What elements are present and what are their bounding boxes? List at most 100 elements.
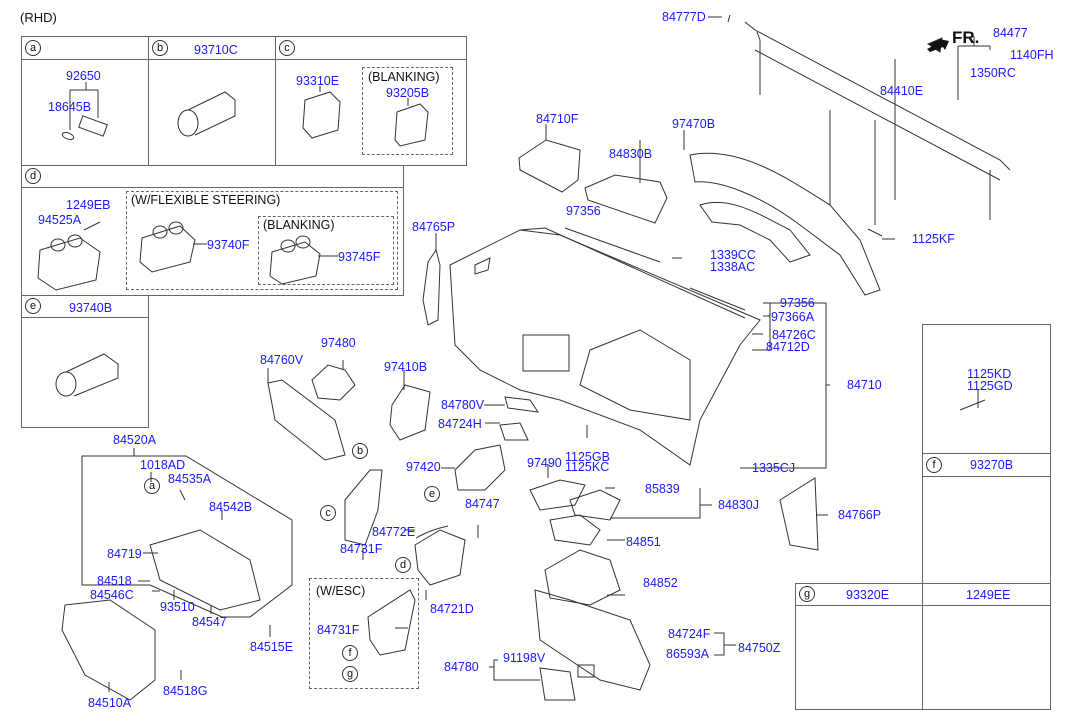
part-label-84477[interactable]: 84477 xyxy=(993,26,1028,40)
part-label-1249EB[interactable]: 1249EB xyxy=(66,198,111,212)
blanking-region-d xyxy=(258,216,394,285)
part-label-1350RC[interactable]: 1350RC xyxy=(970,66,1016,80)
part-label-93745F[interactable]: 93745F xyxy=(338,250,381,264)
part-label-93310E[interactable]: 93310E xyxy=(296,74,340,88)
part-label-1125GD[interactable]: 1125GD xyxy=(967,379,1013,393)
part-label-84851[interactable]: 84851 xyxy=(626,535,661,549)
part-label-84731F-esc[interactable]: 84731F xyxy=(317,623,360,637)
part-label-93205B[interactable]: 93205B xyxy=(386,86,430,100)
part-label-84710[interactable]: 84710 xyxy=(847,378,882,392)
part-label-1125KC[interactable]: 1125KC xyxy=(565,460,610,474)
part-label-1125KD[interactable]: 1125KD xyxy=(967,367,1012,381)
part-label-97490[interactable]: 97490 xyxy=(527,456,562,470)
blanking-label-c: (BLANKING) xyxy=(368,70,440,84)
callout-box-e xyxy=(21,295,149,428)
part-label-1249EE[interactable]: 1249EE xyxy=(966,588,1011,602)
callout-letter-f: f xyxy=(926,457,942,473)
ref-circle-f: f xyxy=(342,645,358,661)
part-label-1339CC[interactable]: 1339CC xyxy=(710,248,756,262)
part-label-84520A[interactable]: 84520A xyxy=(113,433,157,447)
callout-letter-e: e xyxy=(25,298,41,314)
part-label-84721D[interactable]: 84721D xyxy=(430,602,474,616)
part-label-84510A[interactable]: 84510A xyxy=(88,696,132,710)
divider xyxy=(21,317,149,318)
callout-letter-a: a xyxy=(25,40,41,56)
callout-letter-g: g xyxy=(799,586,815,602)
part-label-1338AC[interactable]: 1338AC xyxy=(710,260,756,274)
flexible-steering-region xyxy=(126,191,398,290)
ref-circle-c: c xyxy=(320,505,336,521)
part-label-84765P[interactable]: 84765P xyxy=(412,220,456,234)
part-label-84724H[interactable]: 84724H xyxy=(438,417,482,431)
divider xyxy=(21,59,467,60)
part-label-84780[interactable]: 84780 xyxy=(444,660,479,674)
esc-region xyxy=(309,578,419,689)
ref-circle-e: e xyxy=(424,486,440,502)
part-label-91198V[interactable]: 91198V xyxy=(503,651,546,665)
part-label-84710F[interactable]: 84710F xyxy=(536,112,579,126)
part-label-97480[interactable]: 97480 xyxy=(321,336,356,350)
part-label-84535A[interactable]: 84535A xyxy=(168,472,212,486)
part-label-94525A[interactable]: 94525A xyxy=(38,213,82,227)
part-label-84542B[interactable]: 84542B xyxy=(209,500,253,514)
part-label-93320E[interactable]: 93320E xyxy=(846,588,890,602)
part-label-84750Z[interactable]: 84750Z xyxy=(738,641,781,655)
divider xyxy=(922,476,1051,477)
part-label-84760V[interactable]: 84760V xyxy=(260,353,304,367)
part-label-92650[interactable]: 92650 xyxy=(66,69,101,83)
ref-circle-g: g xyxy=(342,666,358,682)
part-label-93740B[interactable]: 93740B xyxy=(69,301,113,315)
part-label-84780V[interactable]: 84780V xyxy=(441,398,485,412)
part-label-84731F[interactable]: 84731F xyxy=(340,542,383,556)
part-label-84547[interactable]: 84547 xyxy=(192,615,227,629)
part-label-84518[interactable]: 84518 xyxy=(97,574,132,588)
divider xyxy=(922,583,923,710)
part-label-84747[interactable]: 84747 xyxy=(465,497,500,511)
part-label-97410B[interactable]: 97410B xyxy=(384,360,428,374)
part-label-1140FH[interactable]: 1140FH xyxy=(1010,48,1054,62)
callout-box-d xyxy=(21,165,404,296)
part-label-1125KF[interactable]: 1125KF xyxy=(912,232,955,246)
part-label-1125GB[interactable]: 1125GB xyxy=(565,450,610,464)
flexible-steering-label: (W/FLEXIBLE STEERING) xyxy=(131,193,281,207)
front-arrow-icon xyxy=(927,39,949,52)
blanking-region-c xyxy=(362,67,453,155)
part-label-97420[interactable]: 97420 xyxy=(406,460,441,474)
part-label-84410E[interactable]: 84410E xyxy=(880,84,924,98)
part-label-84772E[interactable]: 84772E xyxy=(372,525,416,539)
part-label-84546C[interactable]: 84546C xyxy=(90,588,134,602)
part-label-85839[interactable]: 85839 xyxy=(645,482,680,496)
part-label-97470B[interactable]: 97470B xyxy=(672,117,716,131)
part-label-97356-lower[interactable]: 97356 xyxy=(780,296,815,310)
part-label-1018AD[interactable]: 1018AD xyxy=(140,458,186,472)
ref-circle-b: b xyxy=(352,443,368,459)
part-label-84518G[interactable]: 84518G xyxy=(163,684,208,698)
diagram-title: (RHD) xyxy=(20,10,57,25)
part-label-84830B[interactable]: 84830B xyxy=(609,147,653,161)
part-label-84712D[interactable]: 84712D xyxy=(766,340,810,354)
part-label-93270B[interactable]: 93270B xyxy=(970,458,1014,472)
part-label-97356-upper[interactable]: 97356 xyxy=(566,204,601,218)
part-label-84830J[interactable]: 84830J xyxy=(718,498,760,512)
ref-circle-d: d xyxy=(395,557,411,573)
part-label-93710C[interactable]: 93710C xyxy=(194,43,238,57)
callout-letter-c: c xyxy=(279,40,295,56)
part-label-93510[interactable]: 93510 xyxy=(160,600,195,614)
callout-box-g xyxy=(795,583,1051,710)
part-label-84766P[interactable]: 84766P xyxy=(838,508,882,522)
part-label-84515E[interactable]: 84515E xyxy=(250,640,294,654)
part-label-84724F[interactable]: 84724F xyxy=(668,627,711,641)
part-label-1335CJ[interactable]: 1335CJ xyxy=(752,461,796,475)
part-label-84719[interactable]: 84719 xyxy=(107,547,142,561)
divider xyxy=(795,605,1051,606)
part-label-84777D[interactable]: 84777D xyxy=(662,10,706,24)
part-label-84852[interactable]: 84852 xyxy=(643,576,678,590)
part-label-86593A[interactable]: 86593A xyxy=(666,647,710,661)
blanking-label-d: (BLANKING) xyxy=(263,218,335,232)
part-label-97366A[interactable]: 97366A xyxy=(771,310,815,324)
divider xyxy=(922,453,1051,454)
part-label-84726C[interactable]: 84726C xyxy=(772,328,816,342)
part-label-93740F[interactable]: 93740F xyxy=(207,238,250,252)
divider xyxy=(21,187,404,188)
